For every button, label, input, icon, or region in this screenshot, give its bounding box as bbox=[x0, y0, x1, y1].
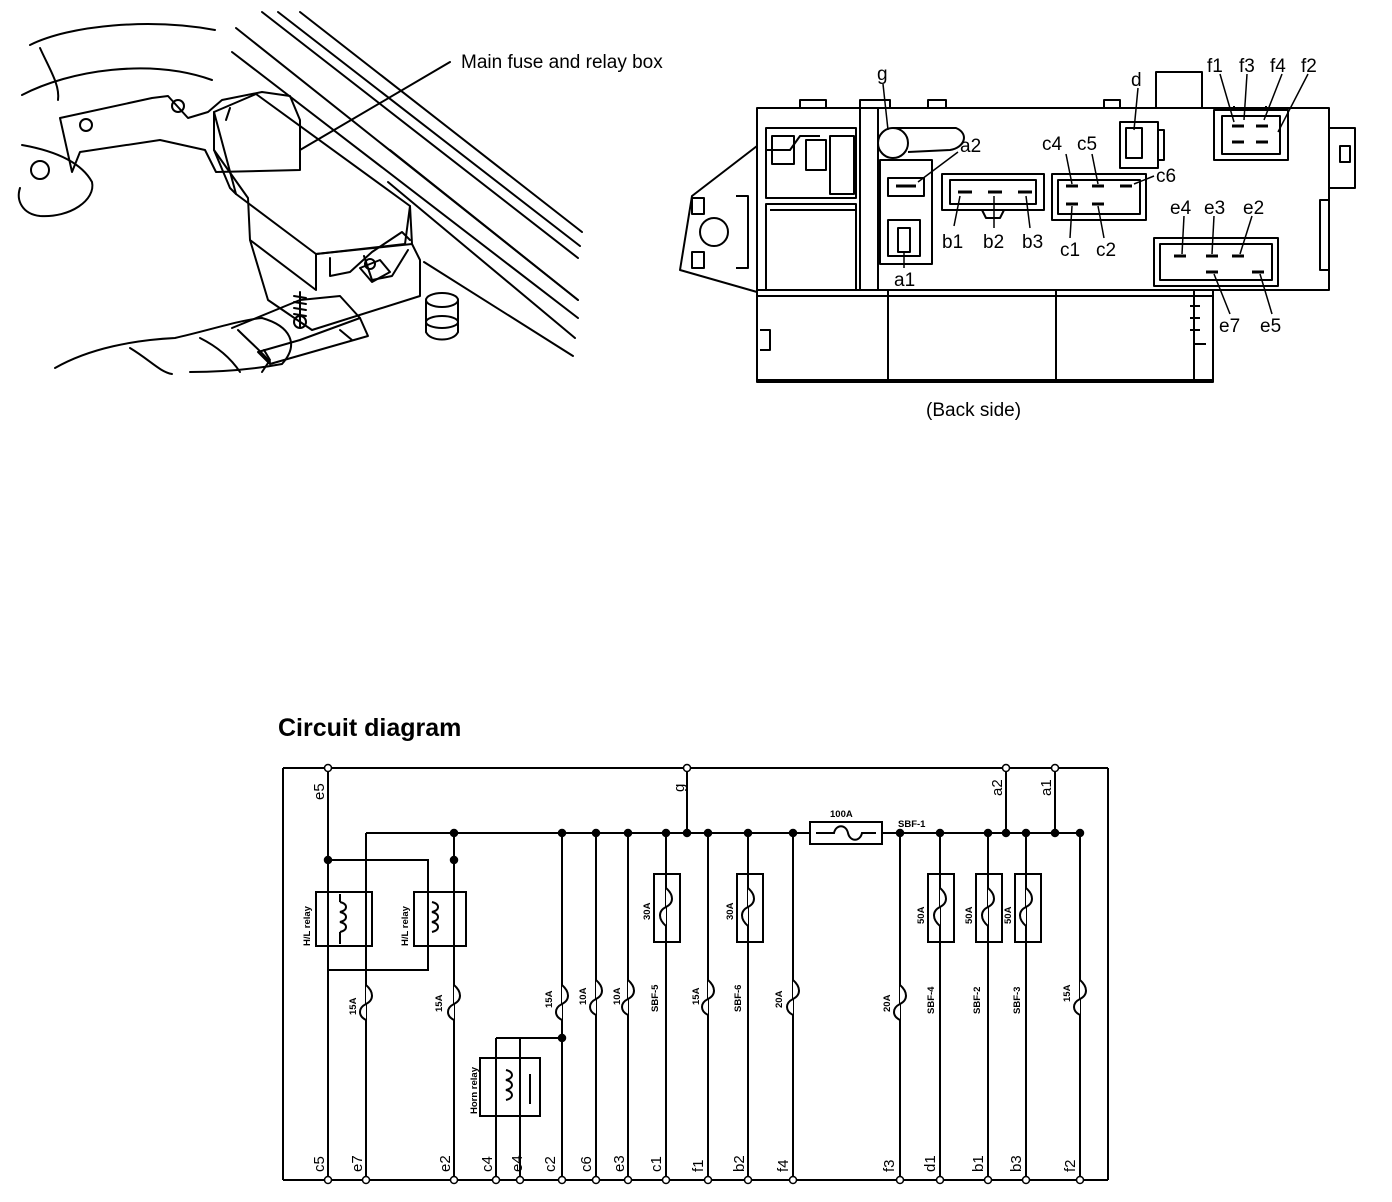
hl-relay-left-label: H/L relay bbox=[302, 905, 313, 946]
top-label-e5: e5 bbox=[311, 783, 328, 800]
fuse-box-back-view bbox=[679, 71, 1356, 383]
top-label-g: g bbox=[671, 784, 688, 792]
sbf5-rating: 30A bbox=[642, 902, 653, 920]
fuse-f1-rating: 15A bbox=[691, 987, 702, 1005]
hl-relay-right-label: H/L relay bbox=[400, 905, 411, 946]
bottom-label-c5: c5 bbox=[311, 1156, 328, 1172]
sbf5-name: SBF-5 bbox=[650, 984, 661, 1012]
terminal-label-a1: a1 bbox=[894, 270, 915, 291]
terminal-label-b3: b3 bbox=[1022, 232, 1043, 253]
fuse-c6-rating: 10A bbox=[578, 987, 589, 1005]
terminal-label-c1: c1 bbox=[1060, 240, 1080, 261]
fuse-e3-rating: 10A bbox=[612, 987, 623, 1005]
fuse-f2-rating: 15A bbox=[1062, 984, 1073, 1002]
terminal-label-e4: e4 bbox=[1170, 198, 1192, 219]
circuit-diagram-title: Circuit diagram bbox=[278, 714, 461, 742]
sbf6-rating: 30A bbox=[725, 902, 736, 920]
terminal-label-f3: f3 bbox=[1239, 56, 1255, 77]
bottom-label-b3: b3 bbox=[1008, 1155, 1025, 1172]
bottom-label-e4: e4 bbox=[509, 1155, 526, 1172]
engine-bay-illustration bbox=[17, 11, 583, 375]
sbf2-rating: 50A bbox=[964, 906, 975, 924]
terminal-label-e2: e2 bbox=[1243, 198, 1264, 219]
bottom-label-f1: f1 bbox=[690, 1159, 707, 1172]
terminal-label-c6: c6 bbox=[1156, 166, 1176, 187]
top-label-a2: a2 bbox=[989, 779, 1006, 796]
bottom-label-f3: f3 bbox=[881, 1159, 898, 1172]
terminal-label-b2: b2 bbox=[983, 232, 1004, 253]
bottom-label-c4: c4 bbox=[479, 1156, 496, 1172]
terminal-label-d: d bbox=[1131, 70, 1142, 91]
main-fuse-name: SBF-1 bbox=[898, 819, 926, 830]
bottom-label-d1: d1 bbox=[922, 1155, 939, 1172]
sbf3-name: SBF-3 bbox=[1012, 987, 1023, 1014]
callout-main-fuse-relay-box: Main fuse and relay box bbox=[461, 52, 663, 73]
back-view-pins bbox=[896, 124, 1268, 274]
circuit-diagram bbox=[282, 767, 1109, 1181]
terminal-label-c2: c2 bbox=[1096, 240, 1116, 261]
junction-dots bbox=[323, 763, 1085, 1185]
fuse-e2-rating: 15A bbox=[434, 994, 445, 1012]
terminal-label-g: g bbox=[877, 64, 888, 85]
fuse-c2-rating: 15A bbox=[544, 990, 555, 1008]
sbf6-name: SBF-6 bbox=[733, 985, 744, 1012]
fuse-e7-rating: 15A bbox=[348, 997, 359, 1015]
back-side-caption: (Back side) bbox=[926, 400, 1021, 421]
fuse-symbols bbox=[359, 887, 1087, 1021]
bottom-label-e3: e3 bbox=[611, 1155, 628, 1172]
bottom-label-f2: f2 bbox=[1062, 1159, 1079, 1172]
bottom-label-b2: b2 bbox=[731, 1155, 748, 1172]
top-label-a1: a1 bbox=[1038, 779, 1055, 796]
sbf2-name: SBF-2 bbox=[972, 987, 983, 1014]
bottom-label-c1: c1 bbox=[648, 1156, 665, 1172]
terminal-label-e3: e3 bbox=[1204, 198, 1225, 219]
sbf4-name: SBF-4 bbox=[926, 986, 937, 1014]
sbf3-rating: 50A bbox=[1003, 906, 1014, 924]
bottom-label-e7: e7 bbox=[349, 1155, 366, 1172]
bottom-label-f4: f4 bbox=[775, 1159, 792, 1172]
bottom-label-b1: b1 bbox=[970, 1155, 987, 1172]
fuse-f3-rating: 20A bbox=[882, 994, 893, 1012]
terminal-label-c4: c4 bbox=[1042, 134, 1063, 155]
bottom-label-c6: c6 bbox=[578, 1156, 595, 1172]
terminal-label-c5: c5 bbox=[1077, 134, 1097, 155]
terminal-label-f1: f1 bbox=[1207, 56, 1223, 77]
terminal-label-e7: e7 bbox=[1219, 316, 1240, 337]
back-view-leaders bbox=[882, 73, 1309, 315]
main-fuse-rating: 100A bbox=[830, 809, 853, 820]
terminal-label-a2: a2 bbox=[960, 136, 981, 157]
terminal-label-f2: f2 bbox=[1301, 56, 1317, 77]
horn-relay-label: Horn relay bbox=[469, 1066, 480, 1114]
sbf4-rating: 50A bbox=[916, 906, 927, 924]
terminal-label-b1: b1 bbox=[942, 232, 963, 253]
terminal-label-f4: f4 bbox=[1270, 56, 1286, 77]
fuse-f4-rating: 20A bbox=[774, 990, 785, 1008]
bottom-label-c2: c2 bbox=[542, 1156, 559, 1172]
bottom-label-e2: e2 bbox=[437, 1155, 454, 1172]
terminal-label-e5: e5 bbox=[1260, 316, 1281, 337]
